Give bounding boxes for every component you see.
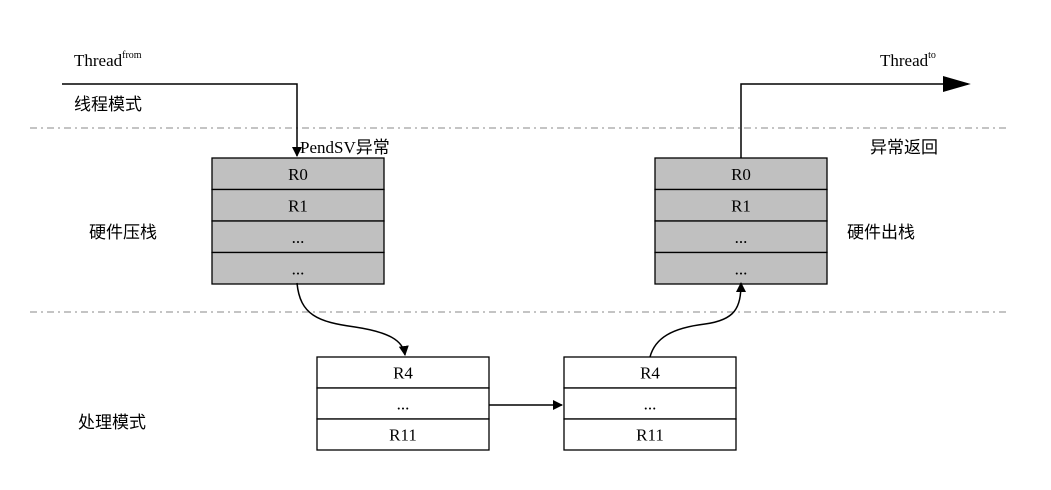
thread-from-arrow (62, 83, 302, 157)
stack-cell-label: ... (735, 228, 748, 247)
stack-cell: ... (211, 251, 385, 285)
stack-cell: R0 (654, 157, 828, 191)
stack-cell-label: ... (292, 259, 305, 278)
stack-cell-label: ... (644, 395, 657, 414)
stack-cell-box (563, 418, 737, 451)
stack-cell: R1 (211, 188, 385, 222)
pendsv-label: PendSV异常 (300, 138, 390, 157)
stack-cell: ... (316, 387, 490, 420)
stack-cell-box (654, 251, 828, 285)
sw-restore-stack-frame: R4... R11 (563, 356, 737, 451)
restore-to-pop-arrow (649, 282, 746, 358)
thread-to-label: Threadto (880, 50, 936, 70)
exception-return-label: 异常返回 (870, 138, 938, 158)
stack-cell-label: R0 (731, 165, 751, 184)
hw-pop-stack-frame: R0R1...... (654, 157, 828, 285)
stack-cell-label: R1 (731, 196, 751, 215)
stack-cell-box (654, 157, 828, 191)
hw-pop-label: 硬件出栈 (847, 223, 915, 243)
stack-cell-box (654, 220, 828, 254)
thread-mode-label: 线程模式 (74, 95, 142, 115)
stack-cell-box (211, 220, 385, 254)
stack-cell-label: R1 (288, 196, 308, 215)
stack-cell: R11 (316, 418, 490, 451)
stack-cell: R4 (563, 356, 737, 389)
stack-cell: ... (654, 251, 828, 285)
stack-cell-box (316, 418, 490, 451)
stack-cell-label: R0 (288, 165, 308, 184)
stack-cell-box (654, 188, 828, 222)
stack-cell-box (563, 387, 737, 420)
thread-to-arrow (740, 76, 971, 158)
thread-from-label: Threadfrom (74, 50, 142, 70)
stack-cell: ... (563, 387, 737, 420)
stack-cell: ... (211, 220, 385, 254)
stack-cell-box (316, 356, 490, 389)
hw-push-label: 硬件压栈 (89, 223, 157, 243)
stack-cell-label: ... (397, 395, 410, 414)
stack-cell: R11 (563, 418, 737, 451)
stack-cell-label: R11 (636, 426, 664, 445)
stack-cell-label: R11 (389, 426, 417, 445)
stack-cell-box (563, 356, 737, 389)
handler-mode-label: 处理模式 (78, 413, 146, 433)
stack-cell-label: ... (735, 259, 748, 278)
sw-save-stack-frame: R4... R11 (316, 356, 490, 451)
stack-cell: R4 (316, 356, 490, 389)
stack-cell-box (211, 157, 385, 191)
stack-cell-box (211, 251, 385, 285)
stack-cell-label: R4 (393, 364, 413, 383)
stack-cell-label: R4 (640, 364, 660, 383)
stack-cell-label: ... (292, 228, 305, 247)
stack-cell: R1 (654, 188, 828, 222)
push-to-save-arrow (296, 282, 409, 356)
stack-cell: ... (654, 220, 828, 254)
hw-push-stack-frame: R0R1...... (211, 157, 385, 285)
stack-cell: R0 (211, 157, 385, 191)
